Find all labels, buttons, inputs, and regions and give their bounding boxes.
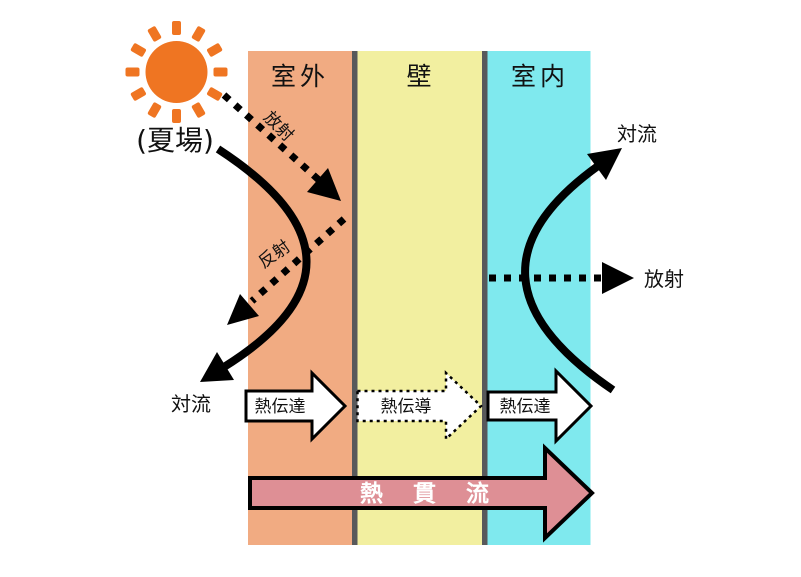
indoor-heat-transfer-arrow (486, 367, 594, 445)
band-divider-outdoor-wall (352, 51, 358, 545)
wall-heat-conduction-arrow (356, 370, 483, 442)
indoor-band (487, 51, 591, 545)
sun-icon (125, 21, 228, 123)
indoor-radiation-arrow (489, 262, 634, 294)
outdoor-heat-transfer-label: 熱伝達 (255, 397, 306, 417)
wall-heat-conduction-label: 熱伝導 (381, 397, 432, 417)
outdoor-band-label: 室外 (271, 62, 329, 91)
outdoor-convection-arrow (200, 145, 311, 382)
outdoor-heat-transfer-arrow (244, 369, 348, 443)
indoor-convection-arrowhead (587, 148, 622, 180)
reflection-arrowhead (227, 294, 259, 325)
outdoor-convection-curve (215, 145, 311, 371)
sun-rays (125, 21, 228, 123)
solar-radiation-arrow (221, 92, 341, 201)
heat-transmission-arrow (248, 443, 595, 543)
band-divider-wall-indoor (482, 51, 488, 545)
indoor-radiation-label: 放射 (644, 267, 684, 291)
outdoor-convection-label: 対流 (171, 392, 211, 416)
reflection-dotted-line (249, 216, 347, 304)
reflection-arrow (227, 216, 347, 325)
wall-band-label: 壁 (406, 62, 435, 91)
heat-transmission-label: 熱 貫 流 (360, 480, 500, 507)
sun-disc (145, 41, 208, 103)
indoor-band-label: 室内 (511, 62, 569, 91)
solar-radiation-dotted-line (221, 92, 323, 184)
indoor-heat-transfer-label: 熱伝達 (500, 397, 551, 417)
wall-band (357, 51, 482, 545)
season-label: (夏場) (136, 124, 214, 157)
solar-radiation-arrowhead (307, 168, 341, 201)
indoor-radiation-arrowhead (602, 262, 634, 294)
outdoor-convection-arrowhead (200, 352, 234, 382)
indoor-convection-label: 対流 (617, 122, 657, 146)
